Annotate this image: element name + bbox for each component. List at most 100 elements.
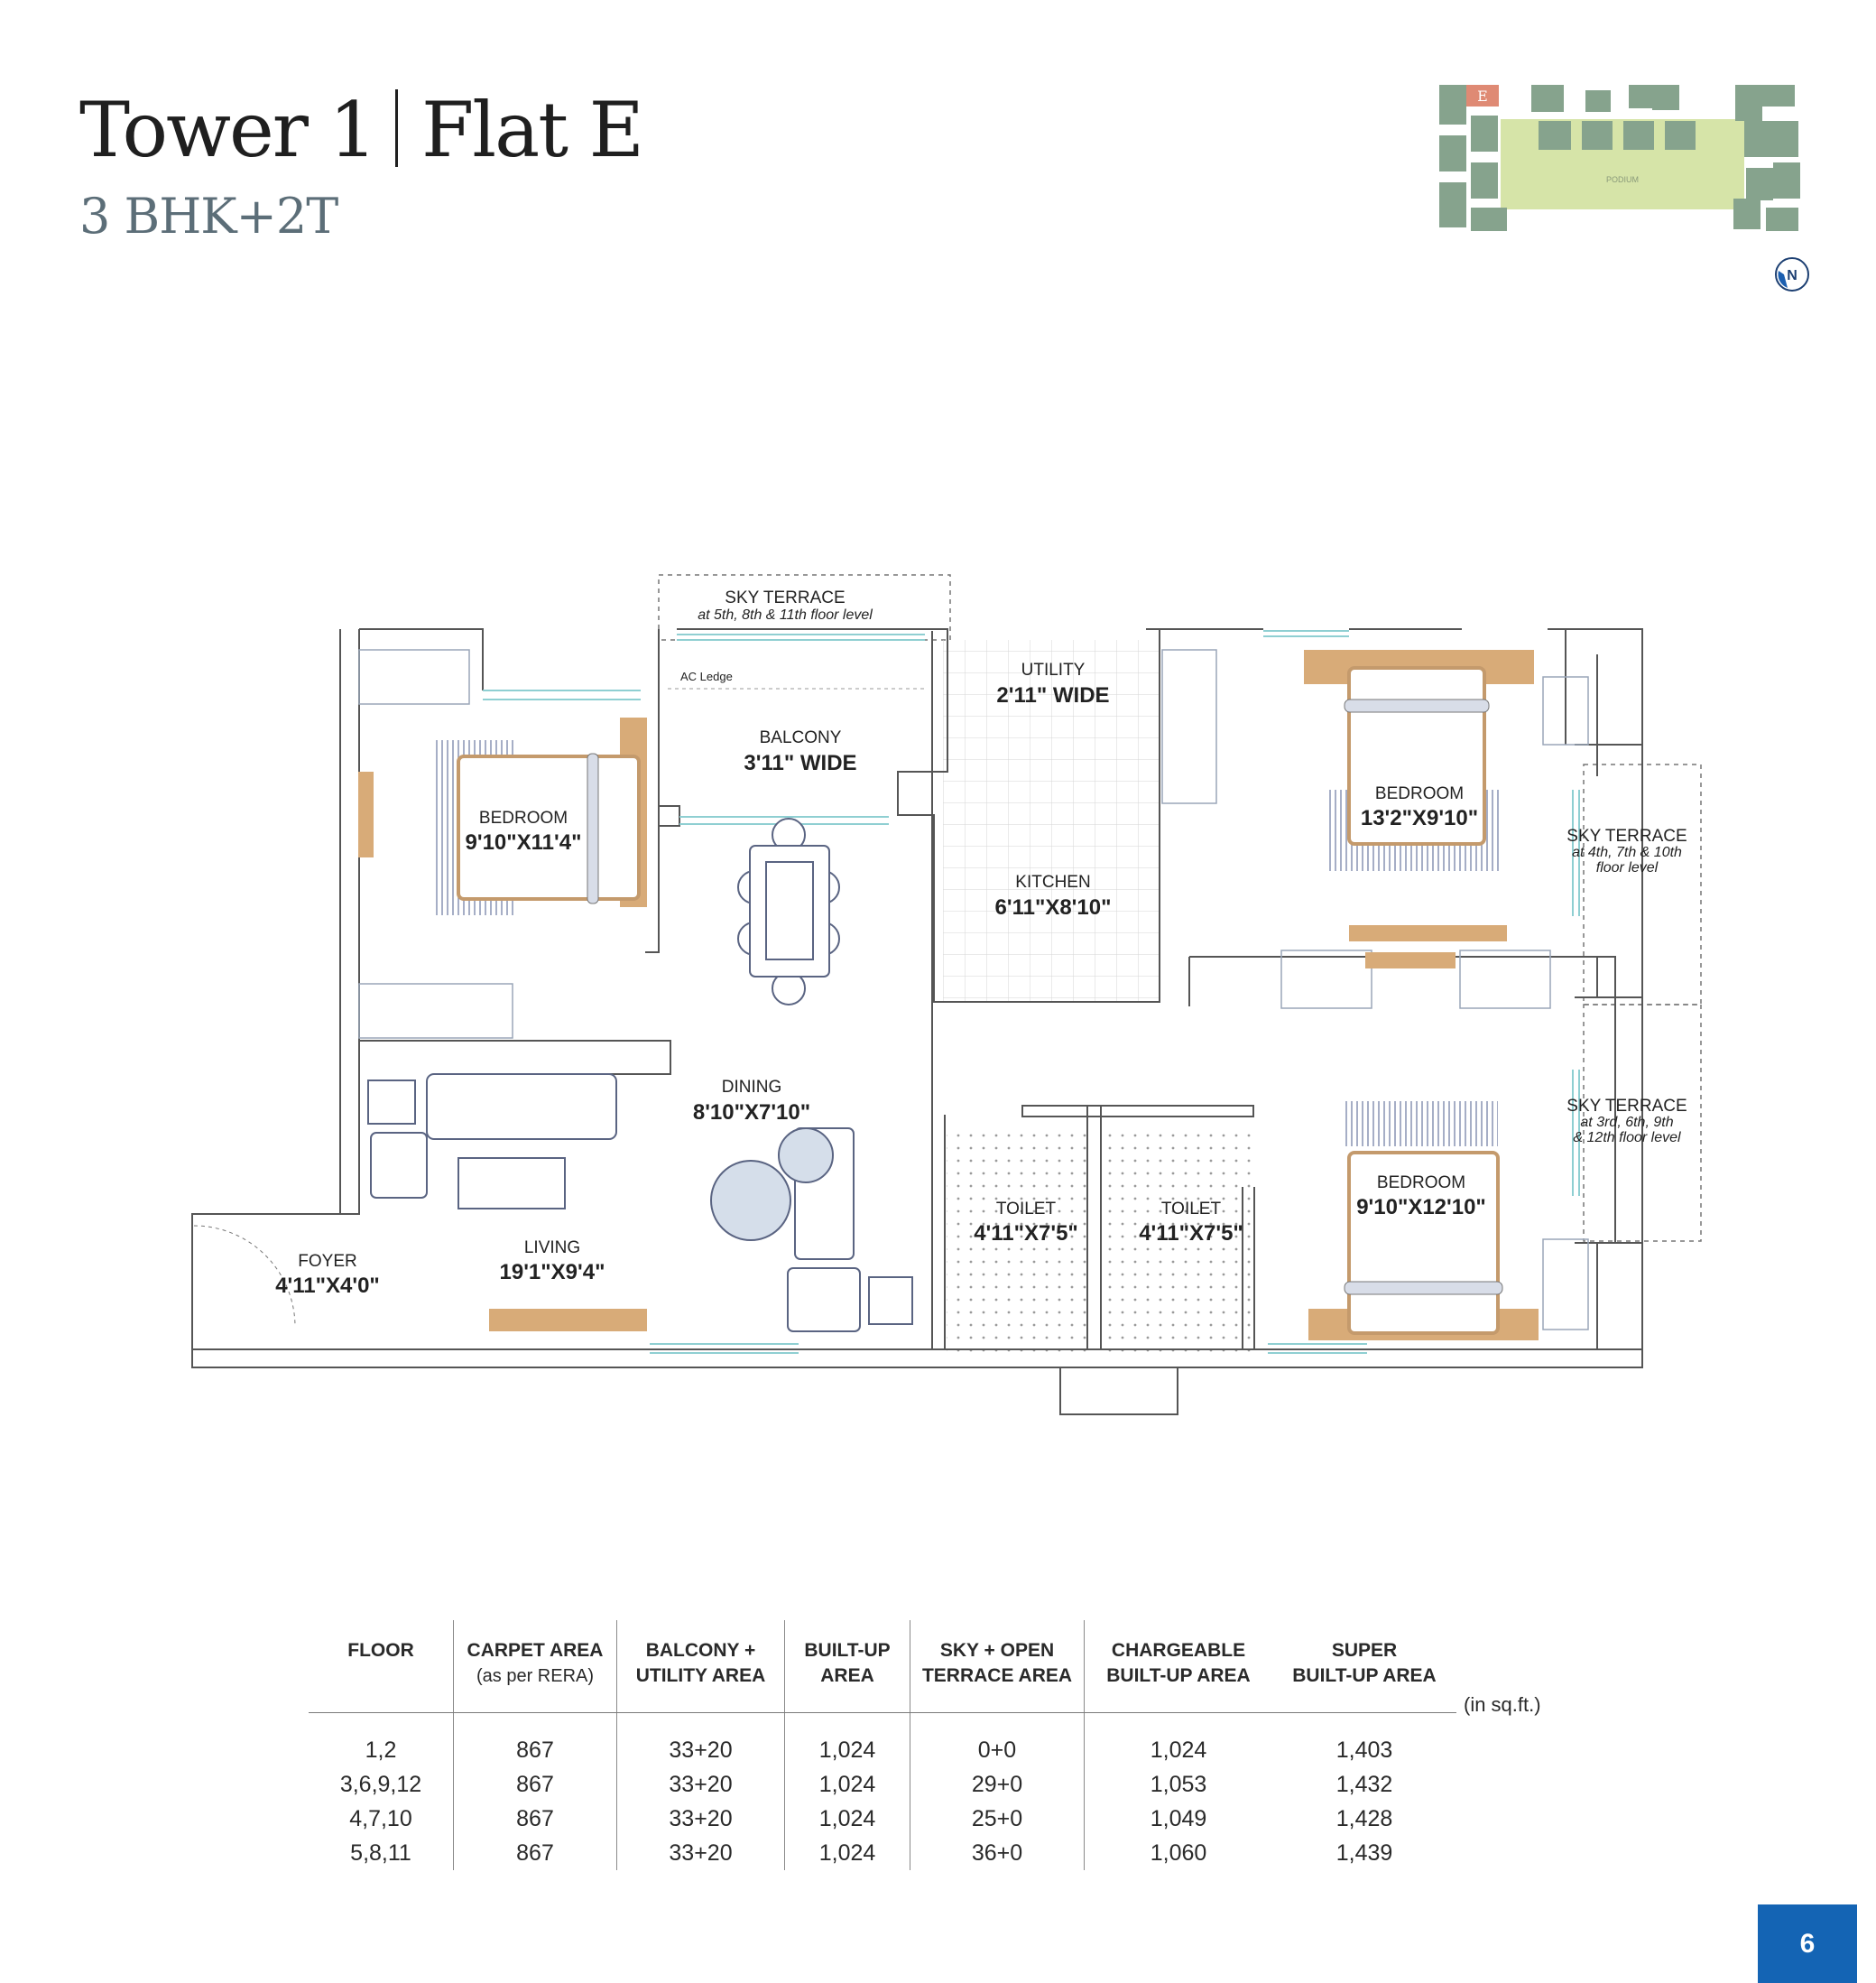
north-label: N — [1787, 268, 1797, 283]
foyer-door-swing — [193, 1225, 296, 1328]
toilet-2-floor — [1107, 1133, 1256, 1358]
balcony-label: BALCONY — [760, 728, 842, 747]
column-header-text: BUILT-UP — [804, 1640, 891, 1661]
ac-ledge-label: AC Ledge — [680, 670, 733, 683]
table-cell: 3,6,9,12 — [339, 1771, 422, 1797]
wardrobes — [358, 649, 1589, 1330]
flat-e-marker: E — [1477, 88, 1488, 105]
table-cell: 1,024 — [784, 1836, 910, 1870]
sky-terrace-right-2-note1: at 3rd, 6th, 9th — [1580, 1115, 1673, 1130]
table-cell: 1,439 — [1335, 1839, 1393, 1866]
table-cell: 29+0 — [910, 1767, 1085, 1802]
sky-terrace-right-1-note1: at 4th, 7th & 10th — [1572, 845, 1682, 860]
column-header-text: BALCONY + — [645, 1640, 756, 1661]
table-cell: 1,432 — [1335, 1771, 1393, 1797]
bedroom-2-label: BEDROOM — [1375, 784, 1464, 803]
table-cell: 867 — [453, 1836, 617, 1870]
table-cell: 25+0 — [910, 1802, 1085, 1836]
sky-terrace-top-note: at 5th, 8th & 11th floor level — [698, 607, 873, 623]
table-cell: 5,8,11 — [350, 1839, 411, 1866]
living-dim: 19'1"X9'4" — [500, 1260, 605, 1284]
table-cell: 4,7,10 — [349, 1805, 412, 1831]
sky-terrace-right-2-note2: & 12th floor level — [1573, 1130, 1681, 1145]
sky-terrace-right-2-label: SKY TERRACE — [1566, 1097, 1687, 1116]
page-number: 6 — [1758, 1904, 1857, 1983]
bedroom-1-label: BEDROOM — [479, 809, 568, 828]
table-cell: 33+20 — [616, 1802, 785, 1836]
sky-terrace-right-1-note2: floor level — [1596, 860, 1659, 876]
col-chargeable: CHARGEABLE BUILT-UP AREA — [1084, 1620, 1272, 1713]
table-cell: 1,049 — [1084, 1802, 1272, 1836]
unit-configuration: 3 BHK+2T — [79, 188, 338, 245]
foyer-label: FOYER — [298, 1252, 356, 1271]
sky-terrace-top-label: SKY TERRACE — [725, 588, 845, 607]
column-header-text: BUILT-UP AREA — [1106, 1665, 1251, 1686]
col-balcony-utility: BALCONY + UTILITY AREA — [616, 1620, 785, 1713]
utility-dim: 2'11" WIDE — [996, 683, 1109, 708]
column-header-text: CARPET AREA — [467, 1640, 604, 1661]
column-header-text: UTILITY AREA — [635, 1665, 766, 1686]
column-header-text: TERRACE AREA — [921, 1665, 1073, 1686]
table-cell: 1,403 — [1335, 1737, 1393, 1763]
toilet-1-floor — [947, 1133, 1095, 1358]
toilet-2-dim: 4'11"X7'5" — [1139, 1221, 1243, 1246]
area-table-header: FLOOR CARPET AREA (as per RERA) BALCONY +… — [309, 1620, 1456, 1713]
table-cell: 0+0 — [910, 1712, 1085, 1767]
bedroom-2-dim: 13'2"X9'10" — [1361, 806, 1478, 830]
col-carpet-area: CARPET AREA (as per RERA) — [453, 1620, 617, 1713]
col-floor: FLOOR — [309, 1620, 454, 1713]
table-cell: 1,024 — [784, 1767, 910, 1802]
kitchen-floor — [943, 640, 1160, 1001]
table-cell: 1,024 — [784, 1802, 910, 1836]
bedroom-3-dim: 9'10"X12'10" — [1356, 1195, 1486, 1219]
sky-terrace-right-1-label: SKY TERRACE — [1566, 827, 1687, 846]
walls — [191, 628, 1643, 1415]
dining-label: DINING — [722, 1078, 782, 1097]
toilet-1-dim: 4'11"X7'5" — [974, 1221, 1078, 1246]
bed-3 — [1344, 1101, 1503, 1335]
area-table: FLOOR CARPET AREA (as per RERA) BALCONY +… — [309, 1620, 1456, 1870]
table-cell: 33+20 — [616, 1712, 785, 1767]
table-cell: 36+0 — [910, 1836, 1085, 1870]
column-header-text: FLOOR — [347, 1640, 414, 1661]
area-unit-note: (in sq.ft.) — [1464, 1693, 1541, 1716]
floor-plan: SKY TERRACE at 5th, 8th & 11th floor lev… — [191, 574, 1702, 1415]
column-header-text: CHARGEABLE — [1111, 1640, 1246, 1661]
table-cell: 1,2 — [365, 1737, 397, 1763]
windows — [483, 630, 1580, 1354]
dining-dim: 8'10"X7'10" — [693, 1100, 810, 1125]
north-arrow-icon: N — [1775, 257, 1809, 292]
podium-label: PODIUM — [1606, 175, 1639, 184]
bedroom-1-dim: 9'10"X11'4" — [466, 830, 582, 855]
kitchen-dim: 6'11"X8'10" — [995, 895, 1112, 920]
sky-terrace-top-outline — [658, 574, 951, 641]
bed-2 — [1329, 666, 1501, 871]
toilet-1-label: TOILET — [996, 1200, 1057, 1219]
foyer-dim: 4'11"X4'0" — [275, 1274, 380, 1298]
table-cell: 1,428 — [1335, 1805, 1393, 1831]
title-separator — [395, 89, 398, 167]
bed-1 — [434, 740, 641, 915]
dining-table — [737, 818, 840, 1005]
table-cell: 1,053 — [1084, 1767, 1272, 1802]
key-plan: PODIUM E N — [1439, 85, 1809, 292]
balcony-dim: 3'11" WIDE — [744, 751, 856, 775]
podium-area — [1501, 119, 1744, 209]
column-header-text: (as per RERA) — [476, 1666, 595, 1686]
table-cell: 1,060 — [1084, 1836, 1272, 1870]
table-cell: 1,024 — [1084, 1712, 1272, 1767]
tower-blocks — [1439, 85, 1800, 231]
table-cell: 867 — [453, 1712, 617, 1767]
living-label: LIVING — [524, 1238, 580, 1257]
bedroom-3-label: BEDROOM — [1377, 1173, 1465, 1192]
utility-label: UTILITY — [1021, 661, 1086, 680]
table-cell: 1,024 — [784, 1712, 910, 1767]
table-cell: 867 — [453, 1802, 617, 1836]
